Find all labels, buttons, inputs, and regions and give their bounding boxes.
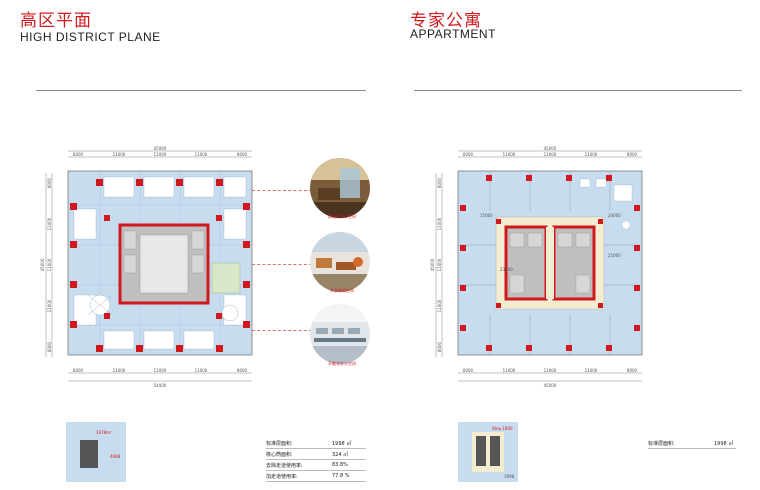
r-side-total-dim: 45000 — [430, 258, 435, 271]
bottom-dim-2: 11000 — [154, 368, 167, 373]
right-thumb-label-0: Step 1800 — [492, 426, 513, 431]
leader-line-1 — [252, 190, 312, 191]
open-office-caption: 开敞式办公空间 — [328, 361, 356, 366]
stat-row: 标准层面积: 1998 ㎡ — [266, 438, 366, 449]
right-title-en: APPARTMENT — [410, 27, 496, 41]
stat-value: 77.8 % — [332, 473, 350, 479]
stat-value: 324 ㎡ — [332, 451, 349, 458]
stat-row: 标准层面积: 1998 ㎡ — [648, 438, 736, 449]
stat-label: 标准层面积: — [648, 440, 675, 447]
r-bottom-total-dim: 45000 — [544, 383, 557, 388]
bottom-dim-1: 11000 — [113, 368, 126, 373]
shared-lounge-photo — [310, 232, 370, 292]
leader-line-2 — [252, 264, 312, 265]
stat-row: 核心筒面积: 324 ㎡ — [266, 449, 366, 460]
r-side-dim-4: 8000 — [437, 341, 442, 352]
leader-line-3 — [252, 330, 312, 331]
left-title-en: HIGH DISTRICT PLANE — [20, 30, 161, 44]
right-divider — [414, 90, 742, 91]
right-thumb-label-1: 1998 — [504, 474, 515, 479]
closed-office-photo — [310, 158, 370, 218]
r-side-dim-1: 11000 — [437, 217, 442, 230]
bottom-dim-0: 8000 — [73, 368, 84, 373]
stat-row: 去除走道使用率: 83.8% — [266, 460, 366, 471]
left-divider — [36, 90, 366, 91]
top-dim-2: 11000 — [154, 152, 167, 157]
stat-value: 1998 ㎡ — [714, 440, 734, 447]
r-top-dim-4: 8000 — [627, 152, 638, 157]
r-top-total-dim: 45000 — [544, 146, 557, 151]
r-bottom-dim-4: 8000 — [627, 368, 638, 373]
right-title-cn: 专家公寓 — [410, 11, 482, 31]
side-total-dim: 45000 — [40, 258, 45, 271]
right-key-plan-thumbnail: Step 1800 1998 — [458, 422, 518, 482]
closed-office-caption: 封闭式办公空间 — [328, 214, 356, 219]
high-district-floor-plan: 45000 8000 11000 11000 11000 8000 45000 … — [40, 145, 280, 390]
top-total-dim: 45000 — [154, 146, 167, 151]
apartment-floor-plan: 45000 8000 11000 11000 11000 8000 45000 … — [430, 145, 670, 390]
r-top-dim-0: 8000 — [463, 152, 474, 157]
bottom-total-dim: 54000 — [154, 383, 167, 388]
top-dim-1: 11000 — [113, 152, 126, 157]
core-label-1: 23000 — [500, 267, 513, 272]
r-bottom-dim-2: 11000 — [544, 368, 557, 373]
r-bottom-dim-3: 11000 — [585, 368, 598, 373]
side-dim-4: 8000 — [47, 341, 52, 352]
top-dim-3: 11000 — [195, 152, 208, 157]
left-key-plan-thumbnail: 1678m² 4688 — [66, 422, 126, 482]
r-top-dim-1: 11000 — [503, 152, 516, 157]
stat-value: 83.8% — [332, 462, 348, 468]
open-office-photo — [310, 304, 370, 364]
core-label-3: 20000 — [608, 213, 621, 218]
top-dim-0: 8000 — [73, 152, 84, 157]
side-dim-3: 11000 — [47, 299, 52, 312]
core-label-2: 25000 — [608, 253, 621, 258]
r-top-dim-3: 11000 — [585, 152, 598, 157]
side-dim-1: 11000 — [47, 217, 52, 230]
core-label-0: 15000 — [480, 213, 493, 218]
bottom-dim-4: 8000 — [237, 368, 248, 373]
left-stats-table: 标准层面积: 1998 ㎡ 核心筒面积: 324 ㎡ 去除走道使用率: 83.8… — [266, 438, 366, 482]
stat-label: 核心筒面积: — [266, 451, 293, 458]
side-dim-0: 8000 — [47, 177, 52, 188]
stat-row: 加走道使用率: 77.8 % — [266, 471, 366, 482]
left-thumb-label-0: 1678m² — [96, 430, 112, 435]
r-side-dim-3: 11000 — [437, 299, 442, 312]
stat-label: 去除走道使用率: — [266, 462, 303, 469]
r-side-dim-2: 11000 — [437, 258, 442, 271]
bottom-dim-3: 11000 — [195, 368, 208, 373]
r-side-dim-0: 8000 — [437, 177, 442, 188]
top-dim-4: 8000 — [237, 152, 248, 157]
shared-lounge-caption: 共享休闲空间 — [330, 288, 354, 293]
stat-label: 标准层面积: — [266, 440, 293, 447]
r-top-dim-2: 11000 — [544, 152, 557, 157]
right-stats-table: 标准层面积: 1998 ㎡ — [648, 438, 736, 449]
stat-label: 加走道使用率: — [266, 473, 298, 480]
r-bottom-dim-1: 11000 — [503, 368, 516, 373]
left-title-cn: 高区平面 — [20, 11, 92, 31]
stat-value: 1998 ㎡ — [332, 440, 352, 447]
side-dim-2: 11000 — [47, 258, 52, 271]
r-bottom-dim-0: 8000 — [463, 368, 474, 373]
left-thumb-label-1: 4688 — [110, 454, 121, 459]
